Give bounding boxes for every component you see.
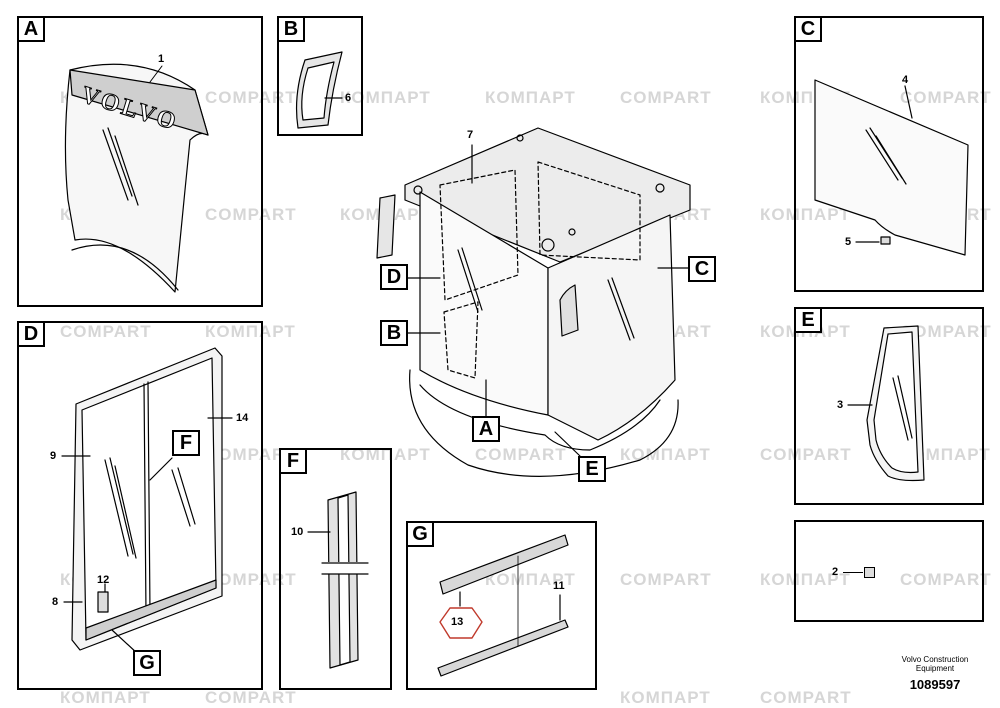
watermark-ru: КОМПАРТ xyxy=(205,322,296,341)
watermark-en: COMPART xyxy=(620,570,712,589)
footer-company: Volvo Construction xyxy=(901,655,969,664)
seal-strip-drawing xyxy=(307,491,378,669)
watermark-en: COMPART xyxy=(205,570,297,589)
panel-g xyxy=(406,521,597,690)
watermark-en: COMPART xyxy=(900,88,992,107)
panel-f xyxy=(279,448,392,690)
callout-d: D xyxy=(380,264,408,290)
part-number: 9 xyxy=(50,450,57,462)
part-number: 3 xyxy=(837,399,844,411)
watermark-ru: КОМПАРТ xyxy=(485,88,576,107)
panel-tag-a: A xyxy=(17,16,45,42)
watermark-en: COMPART xyxy=(205,88,297,107)
panel-e xyxy=(794,307,984,505)
part-number: 14 xyxy=(236,412,249,424)
watermark-en: COMPART xyxy=(620,88,712,107)
watermark-en: COMPART xyxy=(900,570,992,589)
part-number: 13 xyxy=(451,616,464,628)
callout-f: F xyxy=(172,430,200,456)
cab-assembly-drawing xyxy=(376,127,691,477)
panel-tag-b: B xyxy=(277,16,305,42)
watermark-en: COMPART xyxy=(900,322,992,341)
panel-a xyxy=(17,16,263,307)
footer-sub: Equipment xyxy=(915,664,955,673)
panel-tag-c: C xyxy=(794,16,822,42)
callout-a: A xyxy=(472,416,500,442)
watermark-en: COMPART xyxy=(205,445,297,464)
windshield-drawing xyxy=(64,63,209,293)
leader-line xyxy=(843,572,863,573)
watermark-ru: КОМПАРТ xyxy=(760,570,851,589)
clip-part-icon xyxy=(864,567,875,578)
part-number: 4 xyxy=(902,74,909,86)
part-number: 2 xyxy=(832,566,839,578)
panel-d xyxy=(17,321,263,690)
side-glass-drawing xyxy=(814,79,969,256)
panel-b xyxy=(277,16,363,136)
part-number: 6 xyxy=(345,92,352,104)
part-number: 12 xyxy=(97,574,110,586)
part-number: 8 xyxy=(52,596,59,608)
part-number: 11 xyxy=(553,580,565,592)
callout-b: B xyxy=(380,320,408,346)
small-window-drawing xyxy=(295,51,343,129)
panel-tag-d: D xyxy=(17,321,45,347)
panel-small xyxy=(794,520,984,622)
callout-c: C xyxy=(688,256,716,282)
callout-g: G xyxy=(133,650,161,676)
watermark-ru: КОМПАРТ xyxy=(760,205,851,224)
panel-c xyxy=(794,16,984,292)
watermark-en: COMPART xyxy=(60,322,152,341)
panel-tag-g: G xyxy=(406,521,434,547)
part-number: 5 xyxy=(845,236,852,248)
door-frame-drawing xyxy=(61,347,233,655)
watermark-en: COMPART xyxy=(475,445,567,464)
watermark-ru: КОМПАРТ xyxy=(485,570,576,589)
watermark-en: COMPART xyxy=(760,688,852,707)
watermark-ru: КОМПАРТ xyxy=(60,688,151,707)
footer: Volvo Construction Equipment 1089597 xyxy=(890,655,980,692)
door-glass-drawing xyxy=(847,325,925,482)
watermark-ru: КОМПАРТ xyxy=(620,688,711,707)
callout-e: E xyxy=(578,456,606,482)
panel-tag-f: F xyxy=(279,448,307,474)
panel-tag-e: E xyxy=(794,307,822,333)
part-number: 10 xyxy=(291,526,304,538)
footer-code: 1089597 xyxy=(909,677,961,692)
rails-drawing xyxy=(437,534,569,677)
part-number: 7 xyxy=(467,129,474,141)
watermark-en: COMPART xyxy=(205,205,297,224)
watermark-en: COMPART xyxy=(760,445,852,464)
watermark-en: COMPART xyxy=(205,688,297,707)
part-number: 1 xyxy=(158,53,165,65)
